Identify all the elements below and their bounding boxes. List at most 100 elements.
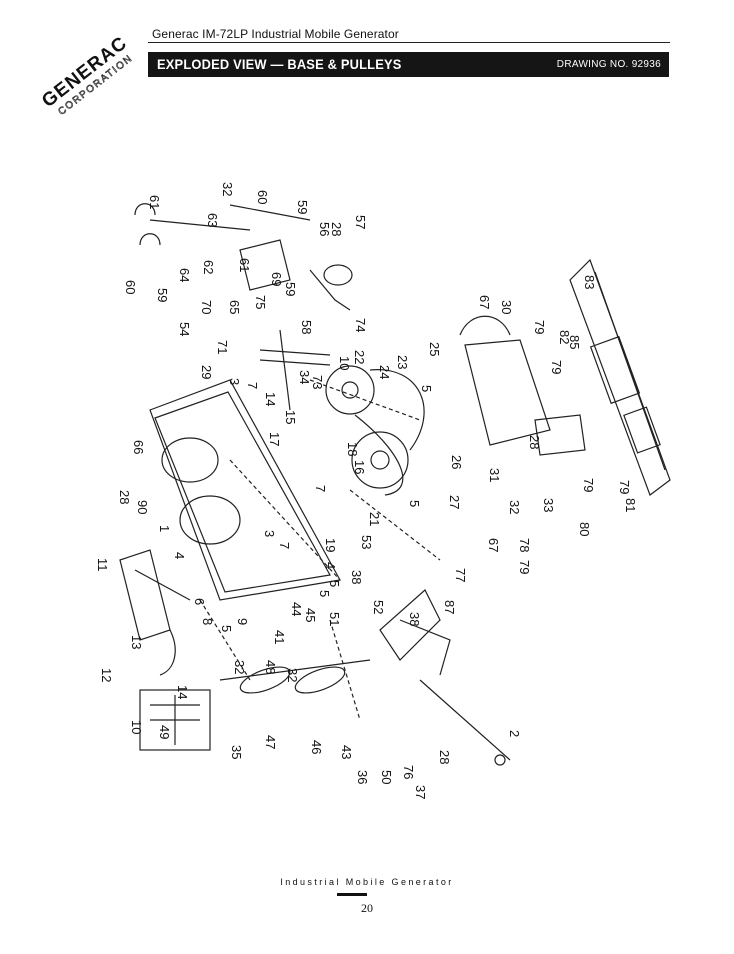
callout-79: 79 — [549, 360, 564, 374]
callout-5: 5 — [327, 580, 342, 587]
callout-4: 4 — [172, 552, 187, 559]
generac-logo: GENERAC CORPORATION — [38, 33, 135, 118]
callout-7: 7 — [277, 542, 292, 549]
callout-17: 17 — [267, 432, 282, 446]
callout-24: 24 — [377, 365, 392, 379]
callout-14: 14 — [263, 392, 278, 406]
callout-77: 77 — [453, 568, 468, 582]
callout-26: 26 — [449, 455, 464, 469]
callout-58: 58 — [299, 320, 314, 334]
header-rule — [148, 42, 670, 43]
callout-30: 30 — [499, 300, 514, 314]
callout-82: 82 — [557, 330, 572, 344]
banner-title: EXPLODED VIEW — BASE & PULLEYS — [157, 56, 402, 72]
callout-79: 79 — [517, 560, 532, 574]
callout-75: 75 — [253, 295, 268, 309]
callout-59: 59 — [155, 288, 170, 302]
callout-2: 2 — [507, 730, 522, 737]
callout-76: 76 — [401, 765, 416, 779]
callout-71: 71 — [215, 340, 230, 354]
callout-36: 36 — [355, 770, 370, 784]
callout-67: 67 — [486, 538, 501, 552]
callout-85: 85 — [567, 335, 582, 349]
callout-5: 5 — [219, 625, 234, 632]
callout-7: 7 — [245, 382, 260, 389]
callout-4: 4 — [323, 562, 338, 569]
callout-49: 49 — [157, 725, 172, 739]
callout-28: 28 — [117, 490, 132, 504]
callout-34: 34 — [297, 370, 312, 384]
document-title: Generac IM-72LP Industrial Mobile Genera… — [152, 27, 399, 41]
callout-7: 7 — [313, 485, 328, 492]
callout-65: 65 — [227, 300, 242, 314]
callout-73: 73 — [310, 375, 325, 389]
callout-18: 18 — [345, 442, 360, 456]
callout-45: 45 — [303, 608, 318, 622]
callout-3: 3 — [227, 378, 242, 385]
callout-28: 28 — [329, 222, 344, 236]
diagram-artwork — [119, 203, 671, 766]
callout-81: 81 — [623, 498, 638, 512]
callout-33: 33 — [541, 498, 556, 512]
callout-60: 60 — [255, 190, 270, 204]
callout-5: 5 — [407, 500, 422, 507]
callout-79: 79 — [617, 480, 632, 494]
callout-50: 50 — [379, 770, 394, 784]
callout-61: 61 — [237, 258, 252, 272]
callout-79: 79 — [532, 320, 547, 334]
callout-46: 46 — [309, 740, 324, 754]
callout-56: 56 — [317, 222, 332, 236]
callout-69: 69 — [269, 272, 284, 286]
callout-15: 15 — [283, 410, 298, 424]
callout-54: 54 — [177, 322, 192, 336]
callout-29: 29 — [199, 365, 214, 379]
callout-13: 13 — [129, 635, 144, 649]
callout-63: 63 — [205, 213, 220, 227]
callout-32: 32 — [507, 500, 522, 514]
page-number: 20 — [361, 901, 373, 915]
callout-32: 32 — [232, 660, 247, 674]
drawing-number: DRAWING NO. 92936 — [556, 59, 661, 70]
callout-5: 5 — [317, 590, 332, 597]
callout-19: 19 — [323, 538, 338, 552]
callout-12: 12 — [99, 668, 114, 682]
callout-48: 48 — [263, 660, 278, 674]
callout-10: 10 — [337, 356, 352, 370]
callout-22: 22 — [352, 350, 367, 364]
callout-32: 32 — [220, 182, 235, 196]
callout-44: 44 — [289, 602, 304, 616]
callout-66: 66 — [131, 440, 146, 454]
callout-51: 51 — [327, 612, 342, 626]
callout-16: 16 — [352, 460, 367, 474]
callout-41: 41 — [272, 630, 287, 644]
callout-43: 43 — [339, 745, 354, 759]
callout-37: 37 — [413, 785, 428, 799]
callout-87: 87 — [442, 600, 457, 614]
callout-28: 28 — [437, 750, 452, 764]
callout-74: 74 — [353, 318, 368, 332]
callout-59: 59 — [295, 200, 310, 214]
callout-59: 59 — [283, 282, 298, 296]
callout-57: 57 — [353, 215, 368, 229]
callout-38: 38 — [407, 612, 422, 626]
callout-10: 10 — [129, 720, 144, 734]
callout-52: 52 — [371, 600, 386, 614]
callout-9: 9 — [235, 618, 250, 625]
callout-8: 8 — [200, 618, 215, 625]
callout-23: 23 — [395, 355, 410, 369]
footer-bar — [337, 893, 367, 896]
callout-32: 32 — [285, 668, 300, 682]
callout-62: 62 — [201, 260, 216, 274]
callout-21: 21 — [367, 512, 382, 526]
callout-3: 3 — [262, 530, 277, 537]
callout-11: 11 — [95, 558, 110, 572]
footer-label: Industrial Mobile Generator — [280, 877, 454, 887]
callout-14: 14 — [175, 685, 190, 699]
callout-6: 6 — [192, 598, 207, 605]
callout-78: 78 — [517, 538, 532, 552]
callout-60: 60 — [123, 280, 138, 294]
callout-64: 64 — [177, 268, 192, 282]
callout-31: 31 — [487, 468, 502, 482]
